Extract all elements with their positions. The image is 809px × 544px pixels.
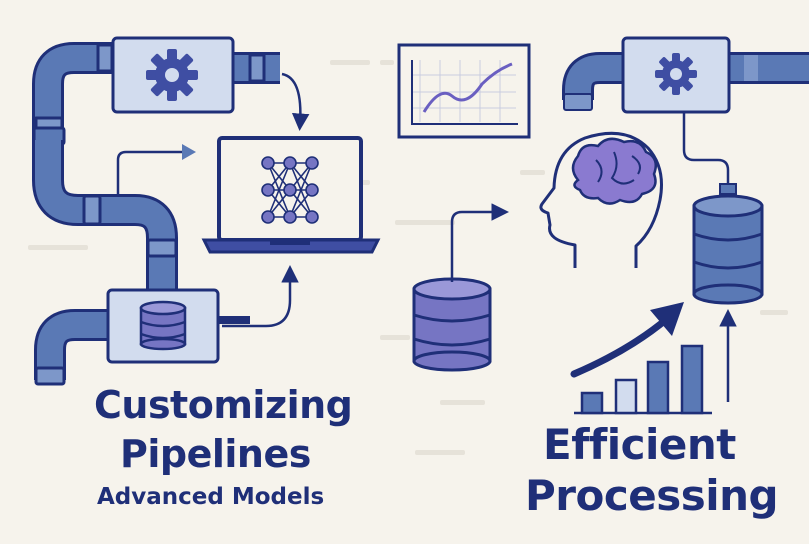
gear-icon — [146, 49, 198, 101]
trend-arrow-icon — [570, 302, 684, 378]
arrow-db-to-head — [450, 203, 509, 282]
brain-icon — [571, 137, 657, 205]
gear-box-right — [621, 36, 731, 114]
label-pipelines: Pipelines — [120, 432, 311, 476]
arrow-db-to-laptop — [222, 265, 299, 328]
label-efficient: Efficient — [543, 420, 736, 469]
head-profile-icon — [539, 131, 663, 268]
laptop-icon — [201, 136, 381, 254]
arrow-head-pipe — [182, 144, 196, 160]
background-dashes — [28, 60, 788, 455]
database-box — [106, 288, 250, 364]
neural-network-icon — [261, 156, 319, 224]
database-icon — [139, 300, 187, 351]
database-icon-right — [692, 194, 764, 305]
label-processing: Processing — [525, 471, 779, 520]
arrow-to-laptop-top — [281, 72, 310, 131]
line-chart-icon — [397, 43, 531, 139]
label-advanced-models: Advanced Models — [97, 484, 325, 510]
arrow-pipe-to-laptop — [116, 150, 188, 196]
gear-box — [111, 36, 235, 114]
bar-chart-icon — [574, 344, 712, 415]
left-pipeline — [32, 42, 280, 386]
label-customizing: Customizing — [94, 383, 353, 427]
database-icon-large — [412, 277, 492, 372]
gear-icon — [655, 53, 697, 95]
right-pipeline — [562, 52, 809, 111]
connector-gear-to-db — [682, 112, 730, 186]
